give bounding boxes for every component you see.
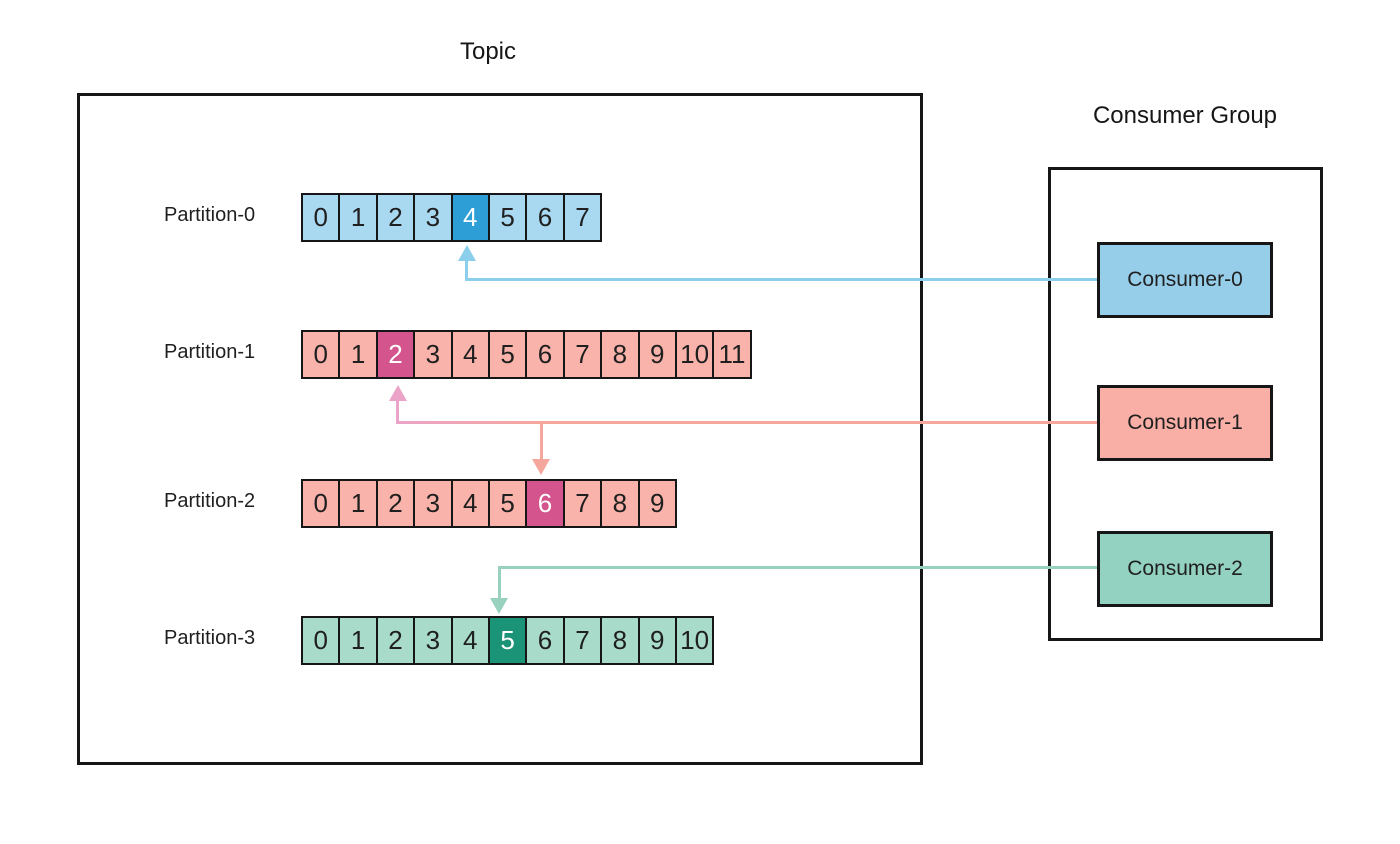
consumer2-partition3-arrow-vertical-line	[498, 566, 501, 599]
consumer-box-2: Consumer-2	[1097, 531, 1273, 607]
partition-0-cell-5: 5	[487, 193, 528, 242]
consumer-label-0: Consumer-0	[1127, 268, 1243, 291]
consumer1-partition2-arrowhead-down-icon	[532, 459, 550, 475]
consumer0-partition0-arrow-horizontal-line	[465, 278, 1097, 281]
partition-3-cell-10: 10	[674, 616, 715, 665]
consumer1-arrow-horizontal-gradient-line	[396, 421, 542, 424]
partition-label-0: Partition-0	[164, 204, 256, 226]
partition-3-cell-8: 8	[600, 616, 640, 665]
consumer0-partition0-arrowhead-up-icon	[458, 245, 476, 261]
partition-2-cell-6-highlighted: 6	[525, 479, 565, 528]
consumer-group-title: Consumer Group	[1092, 102, 1278, 129]
consumer-group-box	[1048, 167, 1323, 641]
consumer-box-1: Consumer-1	[1097, 385, 1273, 461]
partition-0-cell-0: 0	[301, 193, 341, 242]
partition-0-cell-2: 2	[375, 193, 416, 242]
partition-2-cell-0: 0	[301, 479, 341, 528]
topic-title: Topic	[459, 38, 517, 65]
consumer-label-1: Consumer-1	[1127, 411, 1243, 434]
partition-2-cell-2: 2	[375, 479, 416, 528]
partition-0-cell-6: 6	[525, 193, 565, 242]
consumer-box-0: Consumer-0	[1097, 242, 1273, 318]
consumer2-partition3-arrowhead-down-icon	[490, 598, 508, 614]
partition-3-cell-9: 9	[637, 616, 677, 665]
partition-3-cell-6: 6	[525, 616, 565, 665]
consumer2-partition3-arrow-horizontal-line	[498, 566, 1097, 569]
partition-2-cell-4: 4	[450, 479, 490, 528]
topic-box	[77, 93, 923, 765]
partition-0-cell-7: 7	[562, 193, 603, 242]
consumer0-partition0-arrow-vertical-line	[465, 260, 468, 281]
partition-label-2: Partition-2	[164, 490, 256, 512]
partition-1-cell-2-highlighted: 2	[375, 330, 416, 379]
partition-0-cell-4-highlighted: 4	[450, 193, 490, 242]
partition-2-cell-1: 1	[338, 479, 378, 528]
partition-1-cell-7: 7	[562, 330, 603, 379]
partition-label-1: Partition-1	[164, 341, 256, 363]
partition-1-cell-6: 6	[525, 330, 565, 379]
partition-1-cell-5: 5	[487, 330, 528, 379]
partition-1-cell-10: 10	[674, 330, 715, 379]
consumer-label-2: Consumer-2	[1127, 557, 1243, 580]
partition-label-3: Partition-3	[164, 627, 256, 649]
consumer1-arrow-horizontal-line	[542, 421, 1097, 424]
consumer1-partition1-arrow-vertical-line	[396, 399, 399, 423]
partition-2-cell-9: 9	[637, 479, 677, 528]
partition-2-cell-8: 8	[600, 479, 640, 528]
partition-3-cell-2: 2	[375, 616, 416, 665]
partition-1-cell-4: 4	[450, 330, 490, 379]
partition-3-cell-0: 0	[301, 616, 341, 665]
partition-3-cell-1: 1	[338, 616, 378, 665]
partition-2-cell-7: 7	[562, 479, 603, 528]
partition-3-cell-3: 3	[413, 616, 453, 665]
partition-1-cell-1: 1	[338, 330, 378, 379]
partition-0-cell-1: 1	[338, 193, 378, 242]
partition-0-cell-3: 3	[413, 193, 453, 242]
consumer1-partition1-arrowhead-up-icon	[389, 385, 407, 401]
partition-1-cell-9: 9	[637, 330, 677, 379]
partition-3-cell-4: 4	[450, 616, 490, 665]
partition-1-cell-0: 0	[301, 330, 341, 379]
consumer1-partition2-arrow-vertical-line	[540, 421, 543, 460]
partition-2-cell-3: 3	[413, 479, 453, 528]
partition-1-cell-8: 8	[600, 330, 640, 379]
partition-1-cell-3: 3	[413, 330, 453, 379]
partition-3-cell-5-highlighted: 5	[487, 616, 528, 665]
partition-3-cell-7: 7	[562, 616, 603, 665]
partition-1-cell-11: 11	[712, 330, 752, 379]
partition-2-cell-5: 5	[487, 479, 528, 528]
